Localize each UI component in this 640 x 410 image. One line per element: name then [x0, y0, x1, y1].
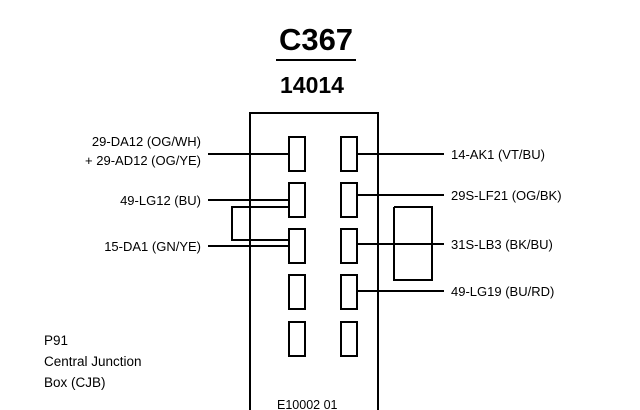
pin-label-right-4: 49-LG19 (BU/RD) — [451, 284, 554, 299]
wires-right — [357, 153, 444, 292]
pin-label-right-1: 14-AK1 (VT/BU) — [451, 147, 545, 162]
part-number: 14014 — [280, 72, 344, 98]
cavity-a1 — [288, 136, 306, 172]
wires-left — [208, 153, 289, 247]
cavity-a4 — [288, 274, 306, 310]
location-line-1: Central Junction — [44, 354, 142, 369]
figure-number: E10002 01 — [277, 398, 338, 410]
connector-body — [249, 112, 379, 410]
cavity-a2 — [288, 182, 306, 218]
cavity-b4 — [340, 274, 358, 310]
location-line-2: Box (CJB) — [44, 375, 106, 390]
cavity-b1 — [340, 136, 358, 172]
cavity-column-right — [340, 136, 358, 357]
pin-label-left-2: + 29-AD12 (OG/YE) — [85, 153, 201, 168]
cavity-column-left — [288, 136, 306, 357]
cavity-b5 — [340, 321, 358, 357]
pin-label-right-2: 29S-LF21 (OG/BK) — [451, 188, 562, 203]
cavity-b3 — [340, 228, 358, 264]
cavity-a5 — [288, 321, 306, 357]
connector-id: C367 — [279, 22, 353, 57]
jumper-left — [231, 206, 289, 241]
pin-label-left-1: 29-DA12 (OG/WH) — [92, 134, 201, 149]
cavity-b2 — [340, 182, 358, 218]
location-code: P91 — [44, 333, 68, 348]
pin-label-left-4: 15-DA1 (GN/YE) — [104, 239, 201, 254]
splice-right — [393, 206, 433, 281]
pin-label-left-3: 49-LG12 (BU) — [120, 193, 201, 208]
pin-label-right-3: 31S-LB3 (BK/BU) — [451, 237, 553, 252]
cavity-a3 — [288, 228, 306, 264]
